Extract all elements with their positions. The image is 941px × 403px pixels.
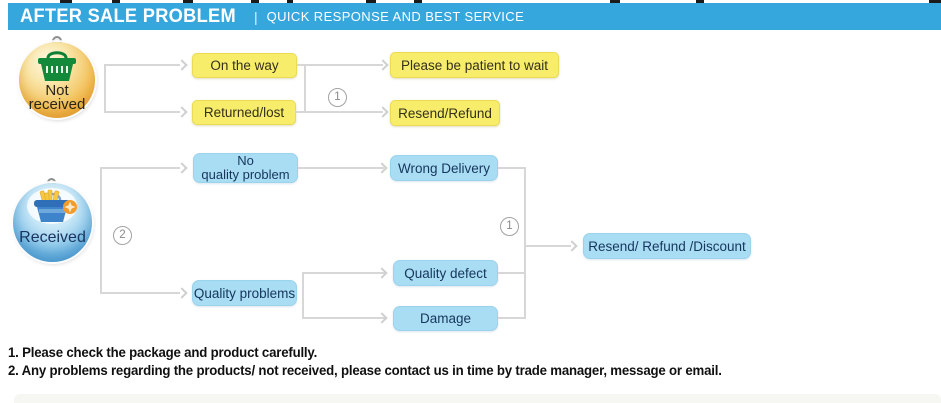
connector-line — [297, 64, 383, 66]
arrowhead-icon — [377, 59, 389, 71]
clipped-glyph — [287, 0, 293, 3]
connector-line — [498, 272, 526, 274]
box-on-the-way-label: On the way — [210, 58, 279, 73]
clipped-glyph — [112, 0, 120, 3]
clipped-glyph — [610, 0, 620, 3]
box-wrong-delivery: Wrong Delivery — [390, 155, 498, 181]
clipped-glyph — [696, 0, 704, 3]
arrowhead-icon — [176, 162, 188, 174]
box-no-quality-problem-line1: No — [237, 153, 254, 168]
box-wrong-delivery-label: Wrong Delivery — [397, 160, 491, 176]
arrowhead-icon — [566, 240, 578, 252]
received-circle: Received — [13, 183, 92, 262]
connector-line — [302, 317, 386, 319]
step-badge-1b: 1 — [500, 217, 519, 236]
not-received-label-line2: received — [28, 96, 86, 113]
arrowhead-icon — [176, 106, 188, 118]
green-shopping-basket-icon — [38, 51, 76, 81]
not-received-label-line1: Not — [45, 82, 69, 99]
footer-notes: 1. Please check the package and product … — [8, 344, 910, 379]
step-badge-1: 1 — [328, 88, 347, 107]
next-section-edge — [14, 394, 941, 403]
arrowhead-icon — [376, 312, 388, 324]
clipped-glyph — [183, 0, 193, 3]
banner-subtitle: QUICK RESPONSE AND BEST SERVICE — [266, 9, 525, 24]
box-no-quality-problem-label: No quality problem — [201, 154, 289, 182]
connector-line — [302, 273, 304, 319]
connector-line — [104, 65, 106, 113]
box-be-patient-label: Please be patient to wait — [400, 57, 549, 73]
arrowhead-icon — [176, 59, 188, 71]
box-resend-refund-discount: Resend/ Refund /Discount — [583, 233, 751, 259]
note-2: 2. Any problems regarding the products/ … — [8, 362, 722, 378]
arrowhead-icon — [377, 106, 389, 118]
box-resend-refund: Resend/Refund — [390, 100, 500, 126]
connector-line — [525, 245, 571, 247]
box-on-the-way: On the way — [192, 53, 297, 78]
box-no-quality-problem-line2: quality problem — [201, 167, 290, 182]
blue-shopping-basket-with-items-icon — [26, 188, 77, 224]
connector-line — [524, 168, 526, 318]
connector-line — [100, 167, 180, 169]
step-badge-2: 2 — [113, 226, 132, 245]
clipped-glyph — [60, 0, 72, 3]
connector-line — [498, 317, 526, 319]
box-quality-defect-label: Quality defect — [404, 265, 487, 281]
banner-separator: | — [253, 8, 258, 25]
note-1: 1. Please check the package and product … — [8, 345, 318, 360]
clipped-glyph — [251, 0, 259, 3]
clipped-glyph — [414, 0, 422, 3]
connector-line — [295, 111, 383, 113]
header-banner: AFTER SALE PROBLEM | QUICK RESPONSE AND … — [8, 3, 941, 30]
box-returned-lost-label: Returned/lost — [203, 105, 285, 120]
connector-line — [104, 64, 180, 66]
received-label: Received — [19, 229, 86, 246]
connector-line — [302, 272, 386, 274]
connector-line — [100, 292, 180, 294]
arrowhead-icon — [376, 267, 388, 279]
clipped-glyph — [366, 0, 376, 3]
box-quality-defect: Quality defect — [393, 260, 498, 286]
connector-line — [104, 111, 180, 113]
not-received-circle: Not received — [19, 42, 95, 118]
connector-line — [298, 167, 384, 169]
box-be-patient: Please be patient to wait — [390, 52, 559, 78]
box-quality-problems-label: Quality problems — [193, 285, 296, 301]
box-no-quality-problem: No quality problem — [193, 153, 298, 183]
connector-line — [304, 65, 306, 112]
box-resend-refund-label: Resend/Refund — [398, 105, 492, 121]
connector-line — [498, 167, 526, 169]
box-resend-refund-discount-label: Resend/ Refund /Discount — [588, 238, 746, 254]
banner-title: AFTER SALE PROBLEM — [20, 5, 236, 27]
arrowhead-icon — [176, 287, 188, 299]
box-returned-lost: Returned/lost — [192, 100, 296, 125]
box-damage-label: Damage — [419, 311, 472, 326]
not-received-label: Not received — [28, 82, 86, 113]
box-quality-problems: Quality problems — [192, 280, 297, 306]
box-damage: Damage — [393, 306, 498, 331]
connector-line — [100, 168, 102, 293]
arrowhead-icon — [376, 162, 388, 174]
clipped-glyph — [929, 0, 941, 3]
